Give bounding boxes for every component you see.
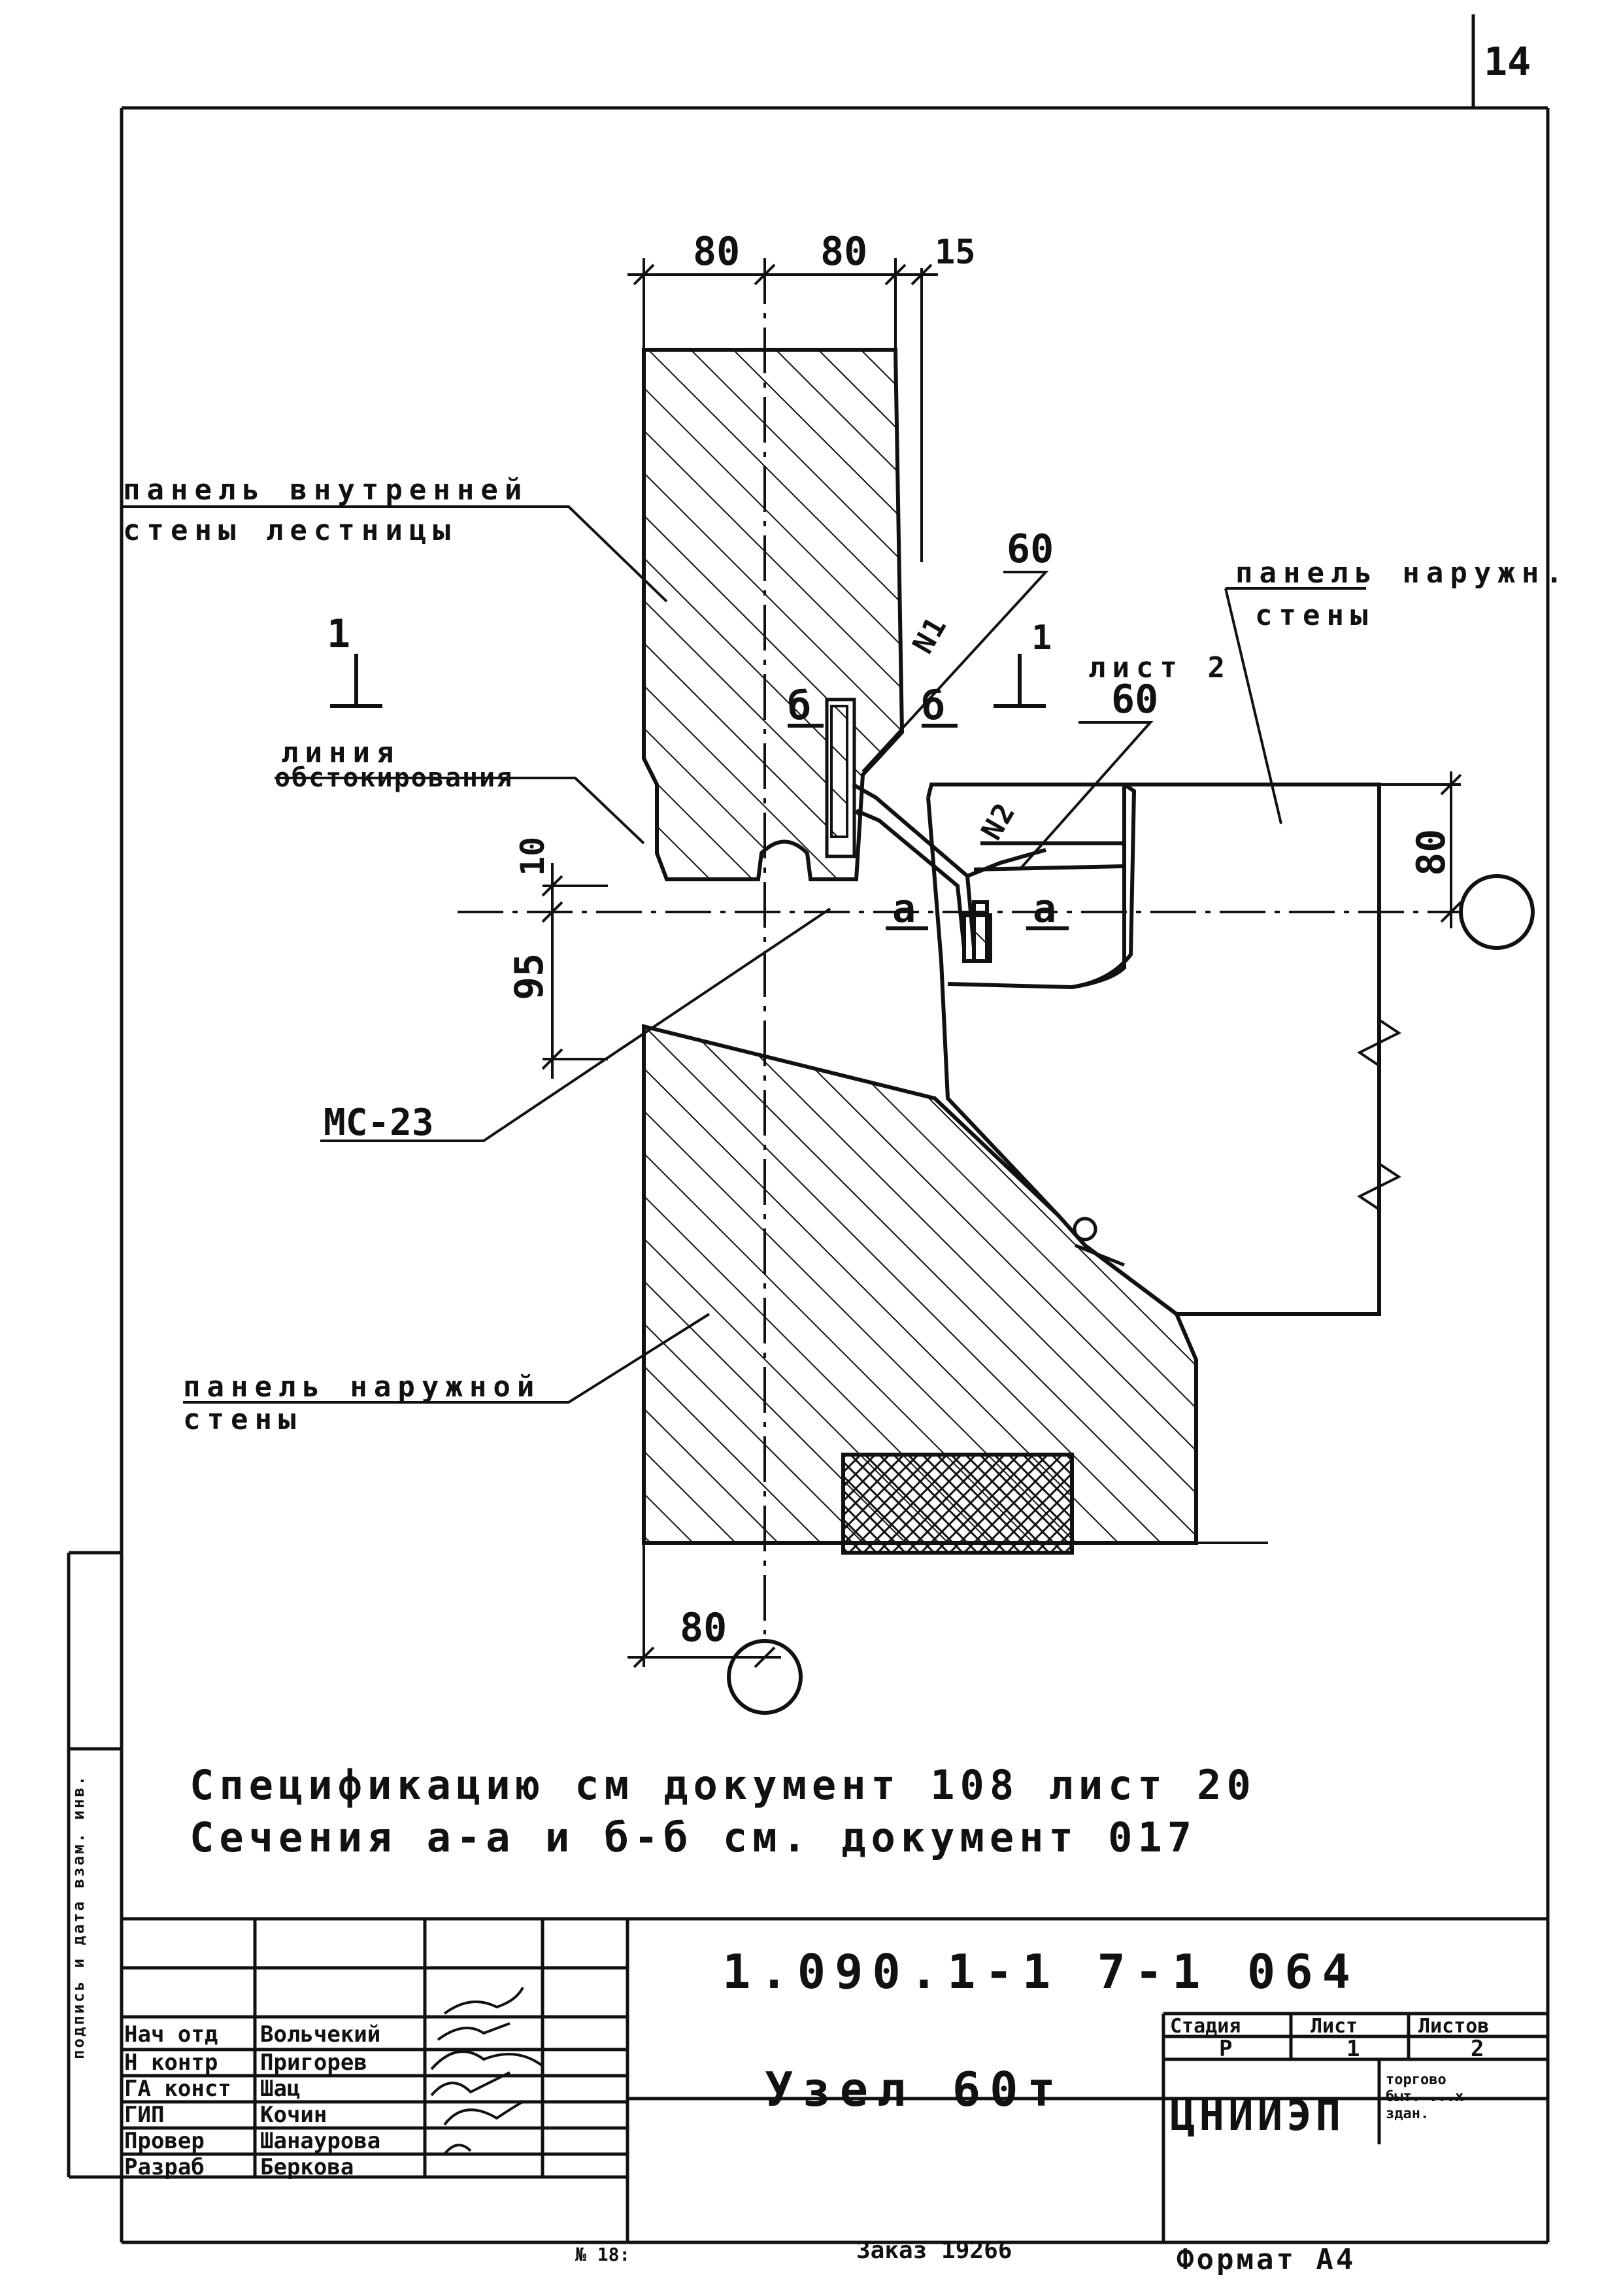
copied-label: № 18: — [575, 2244, 631, 2265]
sheet-frame — [120, 14, 1550, 2244]
label-outer-panel-bottom-2: стены — [183, 1403, 303, 1436]
dim-60-lower: 60 — [1111, 677, 1159, 722]
axis-bubble-bottom — [727, 1639, 803, 1715]
dim-80-right: 80 — [1409, 828, 1454, 876]
sheet-value: 1 — [1346, 2036, 1360, 2062]
label-outer-panel-right-1: панель наружн. — [1235, 556, 1569, 590]
name-2: Пригорев — [260, 2050, 367, 2076]
weld-bumps — [1073, 1217, 1125, 1267]
title-block-grid — [67, 1551, 1548, 2242]
note-sections: Сечения а-а и б-б см. документ 017 — [190, 1814, 1197, 1861]
node-title: Узел 60т — [765, 2062, 1065, 2117]
role-3: ГА конст — [124, 2076, 231, 2102]
dim-15: 15 — [935, 233, 976, 272]
org-name: ЦНИИЭП — [1170, 2092, 1345, 2140]
dim-60-upper: 60 — [1007, 526, 1054, 572]
signatures — [430, 1987, 544, 2155]
name-3: Шац — [260, 2076, 301, 2102]
name-1: Вольчекий — [260, 2021, 381, 2048]
format-label: Формат А4 — [1177, 2243, 1356, 2276]
order-label: Заказ 19266 — [856, 2237, 1012, 2264]
inner-wall-panel — [642, 348, 905, 881]
role-4: ГИП — [124, 2102, 165, 2128]
label-inner-panel-1: панель внутренней — [123, 473, 529, 507]
name-5: Шанаурова — [260, 2128, 381, 2154]
break-lines — [1013, 968, 1401, 1544]
leader-lines — [123, 505, 1366, 1404]
side-stamp: подпись и дата взам. инв. — [69, 1774, 88, 2059]
label-outline-line-2: обстокирования — [275, 763, 514, 793]
name-6: Беркова — [260, 2154, 354, 2180]
axis-bubble-right — [1459, 874, 1535, 950]
section-a-right: а — [1033, 886, 1057, 932]
section-b-right: б — [922, 683, 946, 729]
label-outline-line-1: линия — [281, 736, 401, 769]
role-1: Нач отд — [124, 2021, 218, 2048]
section-markers — [330, 654, 1069, 930]
axis-lines — [458, 258, 1471, 1667]
dim-95: 95 — [507, 953, 552, 1000]
name-4: Кочин — [260, 2102, 327, 2128]
org-sub-1: торгово — [1386, 2072, 1446, 2088]
dim-10: 10 — [514, 836, 552, 876]
embedded-plate — [830, 705, 848, 838]
role-5: Провер — [124, 2128, 205, 2154]
dimension-lines — [541, 263, 1462, 1668]
stage-header: Стадия — [1170, 2015, 1241, 2038]
dim-80-mid: 80 — [820, 229, 868, 275]
role-2: Н контр — [124, 2050, 218, 2076]
dim-80-bottom: 80 — [680, 1605, 727, 1651]
sheets-header: Листов — [1418, 2015, 1490, 2038]
section-b-left: б — [788, 683, 812, 729]
sheets-value: 2 — [1471, 2036, 1484, 2062]
stage-value: Р — [1219, 2036, 1233, 2062]
dim-80-left: 80 — [693, 229, 741, 275]
insulation-block — [841, 1453, 1074, 1555]
label-outer-panel-bottom-1: панель наружной — [183, 1370, 541, 1404]
label-outer-panel-right-2: стены — [1255, 599, 1375, 632]
role-6: Разраб — [124, 2154, 205, 2180]
note-specification: Спецификацию см документ 108 лист 20 — [190, 1761, 1256, 1809]
sheet-header: Лист — [1311, 2015, 1358, 2038]
section-mark-left: 1 — [327, 611, 351, 657]
doc-code: 1.090.1-1 7-1 064 — [722, 1944, 1360, 1999]
section-a-left: а — [892, 886, 916, 932]
page-number: 14 — [1484, 39, 1531, 85]
org-sub-2: быт. ...х — [1386, 2089, 1464, 2105]
org-sub-3: здан. — [1386, 2106, 1429, 2122]
section-mark-right: 1 — [1031, 618, 1052, 658]
label-inner-panel-2: стены лестницы — [123, 514, 457, 547]
label-sheet-ref: лист 2 — [1088, 651, 1231, 684]
label-mastic: МС-23 — [324, 1102, 434, 1144]
